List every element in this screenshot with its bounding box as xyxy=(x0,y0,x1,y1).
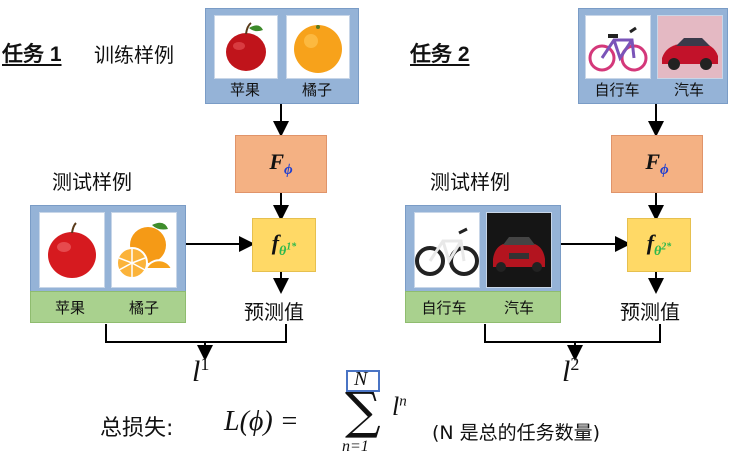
task1-title: 任务 1 xyxy=(2,43,62,66)
sum-upper-limit: N xyxy=(354,368,368,390)
task2-test-panel xyxy=(405,205,561,293)
task2-title: 任务 2 xyxy=(410,43,470,66)
task1-test-panel xyxy=(30,205,186,293)
loss1-bracket xyxy=(105,324,287,343)
task2-test-item-2: 汽车 xyxy=(503,299,534,317)
total-loss-lhs: L(ϕ) = xyxy=(224,406,299,437)
task2-feature-extractor: Fϕ xyxy=(611,135,703,193)
task1-loss: l1 xyxy=(192,354,210,388)
task1-train-item-1: 苹果 xyxy=(229,81,260,99)
task1-learner-f: fθ1* xyxy=(252,218,316,272)
task2-loss: l2 xyxy=(562,354,580,388)
task2-prediction: 预测值 xyxy=(620,300,680,324)
task2-train-item-1: 自行车 xyxy=(594,81,640,99)
task1-test-item-2: 橘子 xyxy=(128,299,159,317)
task1-train-label: 训练样例 xyxy=(94,43,174,67)
car-image xyxy=(657,15,723,79)
sum-term: ln xyxy=(392,392,407,421)
bicycle-image xyxy=(414,212,480,288)
task1-test-label: 测试样例 xyxy=(52,170,132,194)
orange-image xyxy=(286,15,350,79)
task2-test-labels-bar: 自行车 汽车 xyxy=(405,291,561,323)
sum-symbol: ∑ xyxy=(345,382,381,440)
task1-test-item-1: 苹果 xyxy=(54,299,85,317)
sum-upper-limit-box xyxy=(346,370,380,392)
apple-image xyxy=(214,15,278,79)
task1-train-item-2: 橘子 xyxy=(301,81,332,99)
task1-feature-extractor: Fϕ xyxy=(235,135,327,193)
task2-train-item-2: 汽车 xyxy=(673,81,704,99)
task2-test-item-1: 自行车 xyxy=(421,299,467,317)
loss2-bracket xyxy=(484,324,661,343)
task1-test-labels-bar: 苹果 橘子 xyxy=(30,291,186,323)
apple-image xyxy=(39,212,105,288)
task1-train-panel: 苹果 橘子 xyxy=(205,8,359,104)
task1-prediction: 预测值 xyxy=(244,300,304,324)
task2-learner-f: fθ2* xyxy=(627,218,691,272)
sum-lower-limit: n=1 xyxy=(342,438,369,455)
total-note: (N 是总的任务数量) xyxy=(432,422,601,444)
total-loss-label: 总损失: xyxy=(100,416,174,441)
task2-test-label: 测试样例 xyxy=(430,170,510,194)
orange-slices-image xyxy=(111,212,177,288)
task2-train-panel: 自行车 汽车 xyxy=(578,8,728,104)
bicycle-image xyxy=(585,15,651,79)
car-image xyxy=(486,212,552,288)
